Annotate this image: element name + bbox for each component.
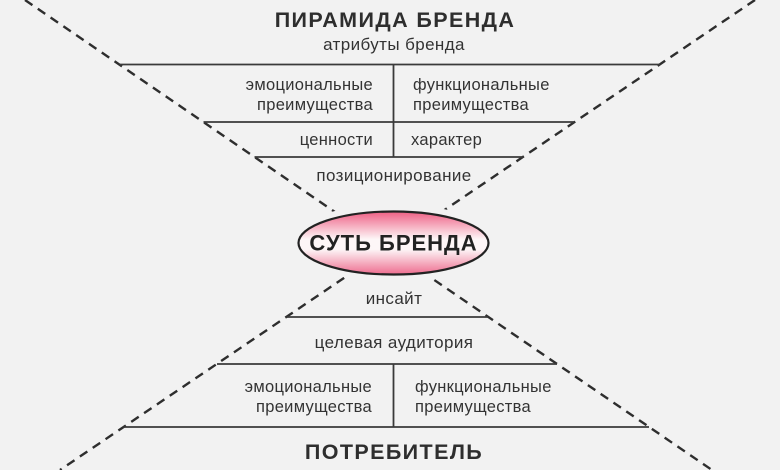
bottom-title: ПОТРЕБИТЕЛЬ bbox=[305, 440, 483, 464]
top-functional-benefits-line2: преимущества bbox=[413, 96, 530, 114]
positioning-label: позиционирование bbox=[316, 166, 471, 185]
values-label: ценности bbox=[300, 131, 373, 149]
character-label: характер bbox=[411, 131, 482, 149]
brand-attributes-label: атрибуты бренда bbox=[323, 35, 465, 54]
target-audience-label: целевая аудитория bbox=[315, 333, 474, 352]
top-emotional-benefits-line1: эмоциональные bbox=[246, 76, 373, 94]
top-emotional-benefits-line2: преимущества bbox=[257, 96, 374, 114]
top-functional-benefits-line1: функциональные bbox=[413, 76, 550, 94]
top-title: ПИРАМИДА БРЕНДА bbox=[275, 8, 516, 32]
bottom-emotional-benefits-line2: преимущества bbox=[256, 398, 373, 416]
bottom-emotional-benefits-line1: эмоциональные bbox=[245, 378, 372, 396]
insight-label: инсайт bbox=[366, 289, 423, 308]
bottom-functional-benefits-line1: функциональные bbox=[415, 378, 552, 396]
brand-essence-label: СУТЬ БРЕНДА bbox=[309, 231, 477, 256]
bottom-functional-benefits-line2: преимущества bbox=[415, 398, 532, 416]
brand-essence-ellipse bbox=[297, 210, 490, 276]
